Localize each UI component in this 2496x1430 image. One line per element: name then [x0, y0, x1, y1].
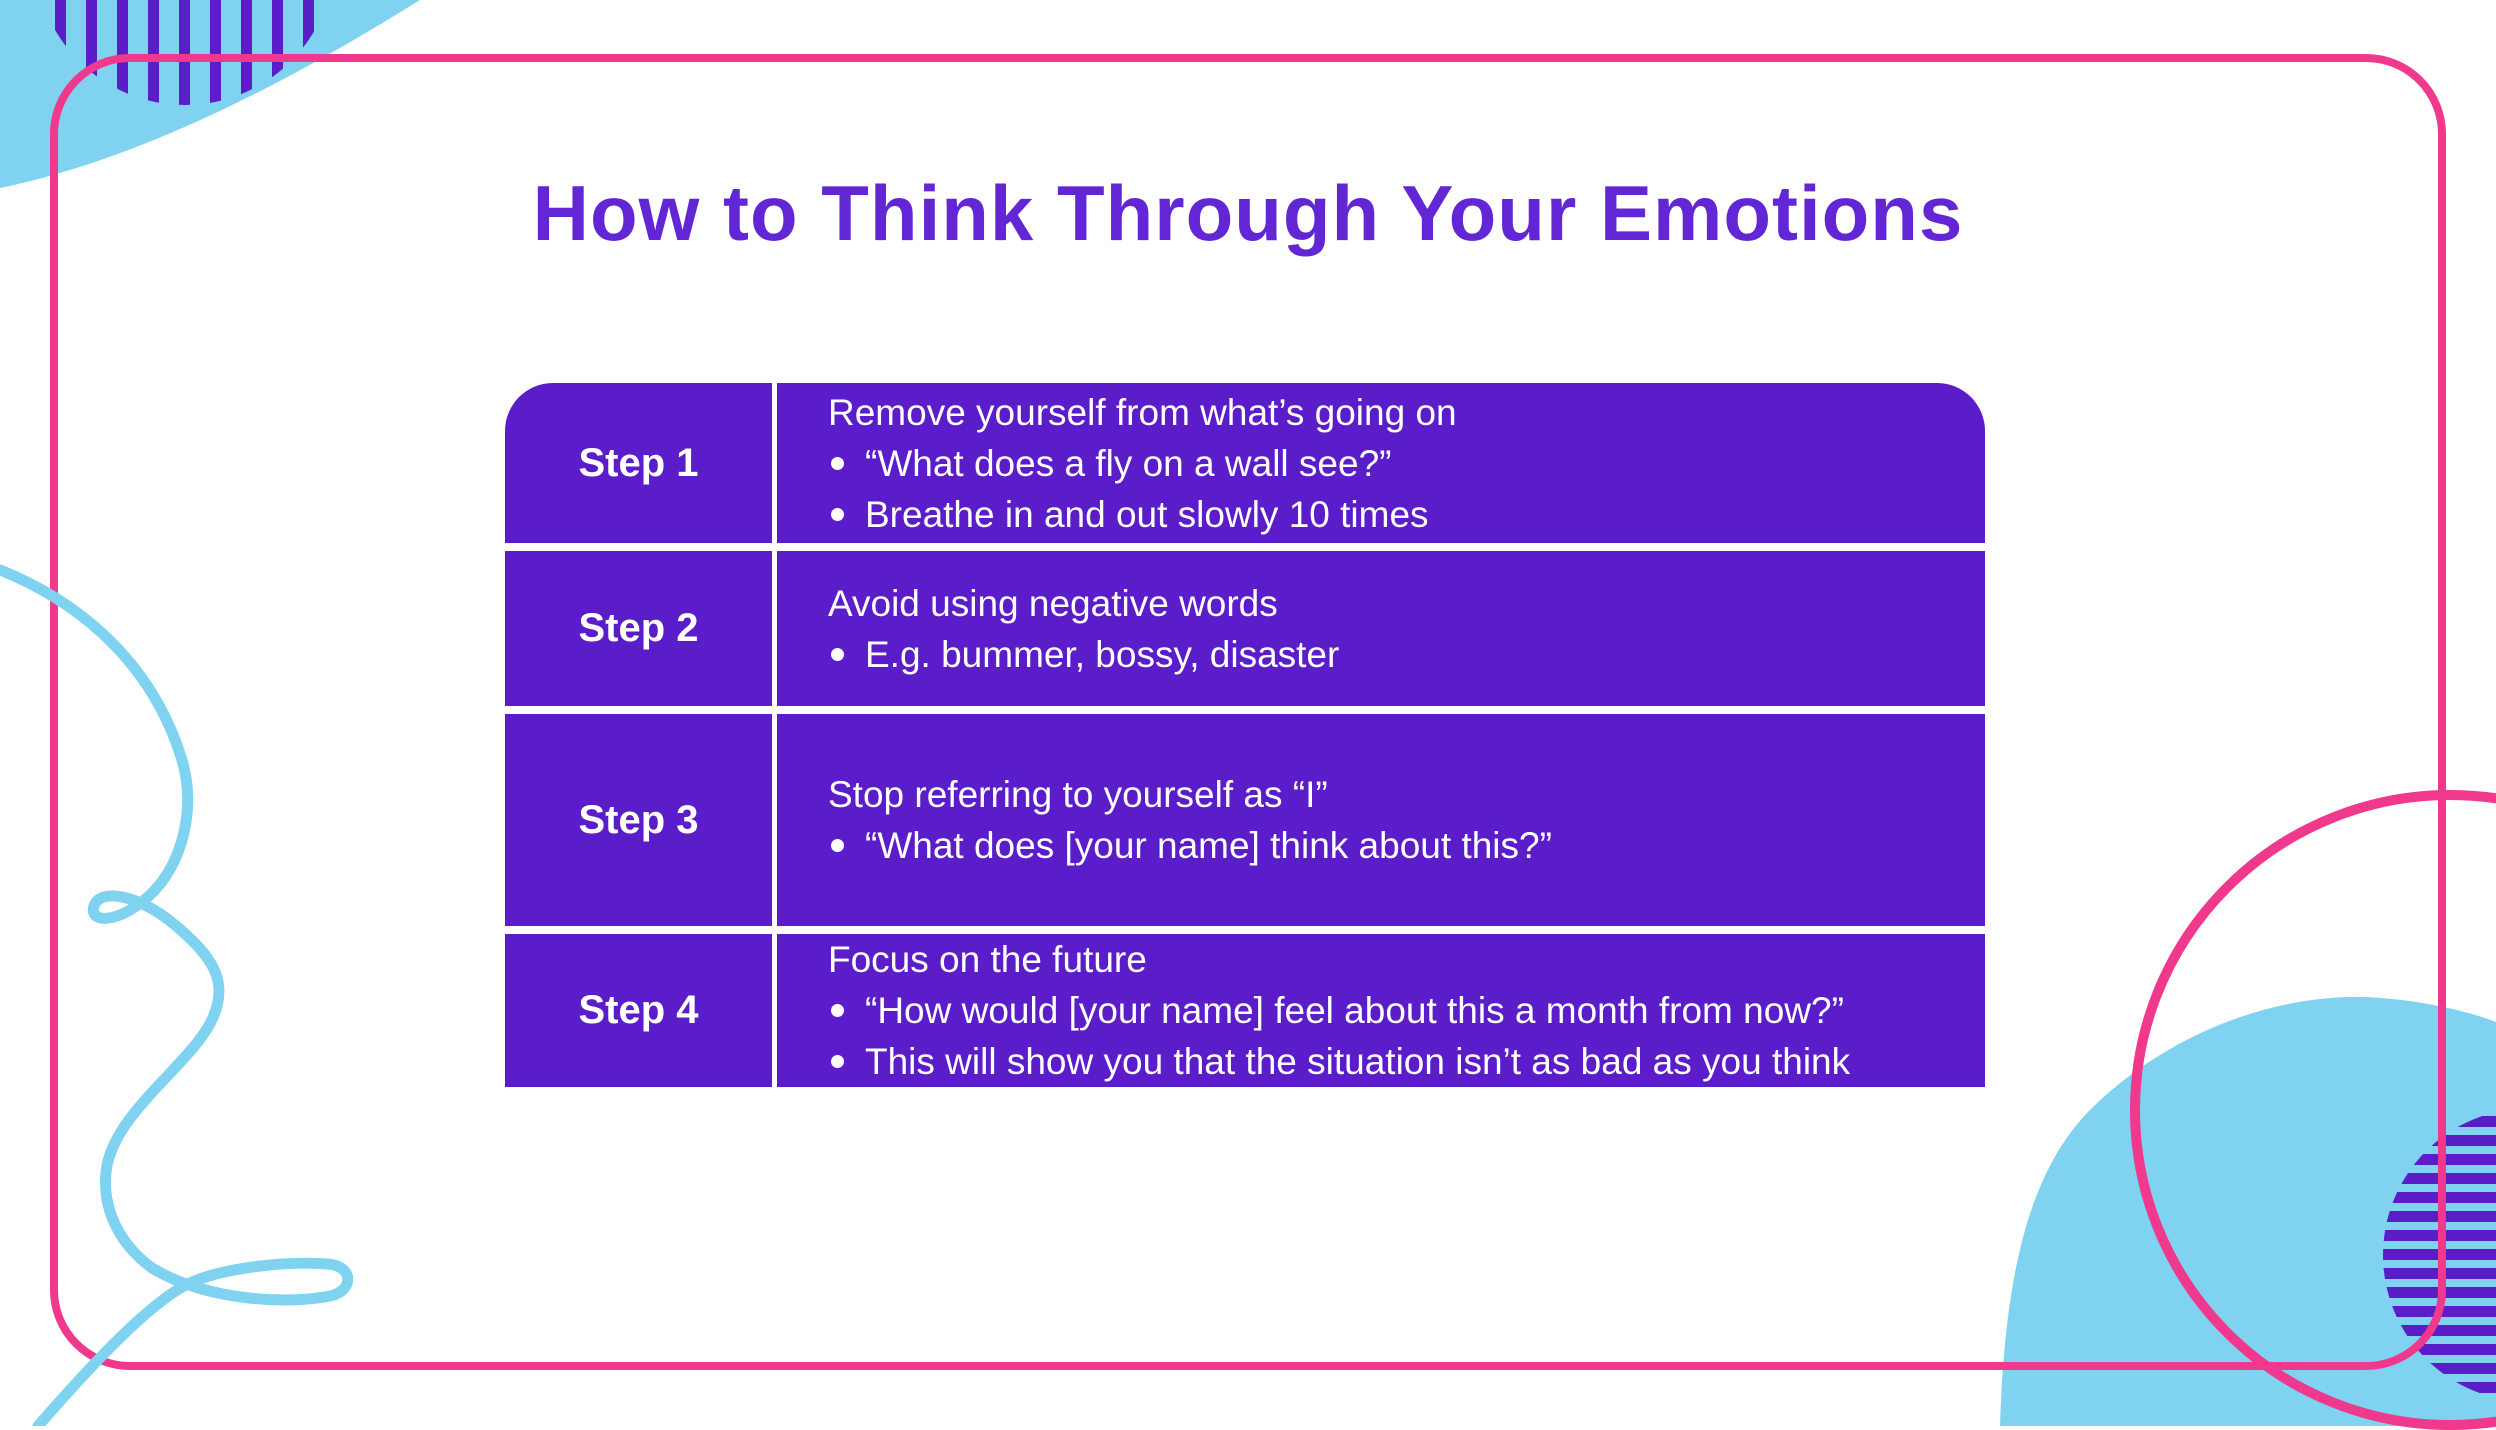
step-cell: Step 4	[505, 934, 772, 1087]
step-bullets: “What does [your name] think about this?…	[828, 820, 1955, 871]
bullet-item: E.g. bummer, bossy, disaster	[828, 629, 1955, 680]
step-intro: Focus on the future	[828, 939, 1147, 980]
step-intro: Stop referring to yourself as “I”	[828, 774, 1328, 815]
step-intro: Remove yourself from what’s going on	[828, 391, 1457, 433]
bullet-dot-icon	[831, 456, 844, 470]
table-row: Step 1 Remove yourself from what’s going…	[505, 383, 1985, 543]
bullet-item: Breathe in and out slowly 10 times	[828, 489, 1955, 540]
bullet-text: “What does [your name] think about this?…	[865, 825, 1552, 866]
bullet-text: E.g. bummer, bossy, disaster	[865, 633, 1340, 675]
step-bullets: E.g. bummer, bossy, disaster	[828, 629, 1955, 680]
step-bullets: “How would [your name] feel about this a…	[828, 985, 1955, 1087]
bullet-text: Breathe in and out slowly 10 times	[865, 493, 1429, 535]
column-divider	[772, 383, 777, 1152]
step-body-cell: Remove yourself from what’s going on “Wh…	[772, 383, 1985, 543]
step-label: Step 3	[578, 797, 699, 842]
bullet-item: “What does [your name] think about this?…	[828, 820, 1955, 871]
step-label: Step 1	[578, 440, 699, 485]
step-body-cell: Avoid using negative words E.g. bummer, …	[772, 551, 1985, 706]
bullet-dot-icon	[831, 839, 844, 852]
bullet-text: “How would [your name] feel about this a…	[865, 990, 1844, 1031]
step-cell: Step 3	[505, 714, 772, 926]
step-intro: Avoid using negative words	[828, 582, 1278, 624]
bullet-item: This will show you that the situation is…	[828, 1036, 1955, 1087]
bullet-dot-icon	[831, 647, 844, 661]
bullet-item: “What does a fly on a wall see?”	[828, 438, 1955, 489]
step-cell: Step 2	[505, 551, 772, 706]
bullet-dot-icon	[831, 1004, 844, 1017]
table-row: Step 3 Stop referring to yourself as “I”…	[505, 714, 1985, 926]
bullet-dot-icon	[831, 507, 844, 521]
step-cell: Step 1	[505, 383, 772, 543]
step-bullets: “What does a fly on a wall see?” Breathe …	[828, 438, 1955, 540]
bullet-text: This will show you that the situation is…	[865, 1041, 1851, 1082]
table-row: Step 4 Focus on the future “How would [y…	[505, 934, 1985, 1087]
table-row: Step 2 Avoid using negative words E.g. b…	[505, 551, 1985, 706]
step-label: Step 4	[578, 988, 699, 1032]
page-title: How to Think Through Your Emotions	[532, 169, 1964, 257]
steps-table: Step 1 Remove yourself from what’s going…	[505, 383, 1985, 1152]
step-body-cell: Focus on the future “How would [your nam…	[772, 934, 1985, 1087]
step-label: Step 2	[578, 606, 699, 650]
step-body-cell: Stop referring to yourself as “I” “What …	[772, 714, 1985, 926]
bullet-text: “What does a fly on a wall see?”	[865, 442, 1392, 484]
bullet-dot-icon	[831, 1055, 844, 1068]
bullet-item: “How would [your name] feel about this a…	[828, 985, 1955, 1036]
